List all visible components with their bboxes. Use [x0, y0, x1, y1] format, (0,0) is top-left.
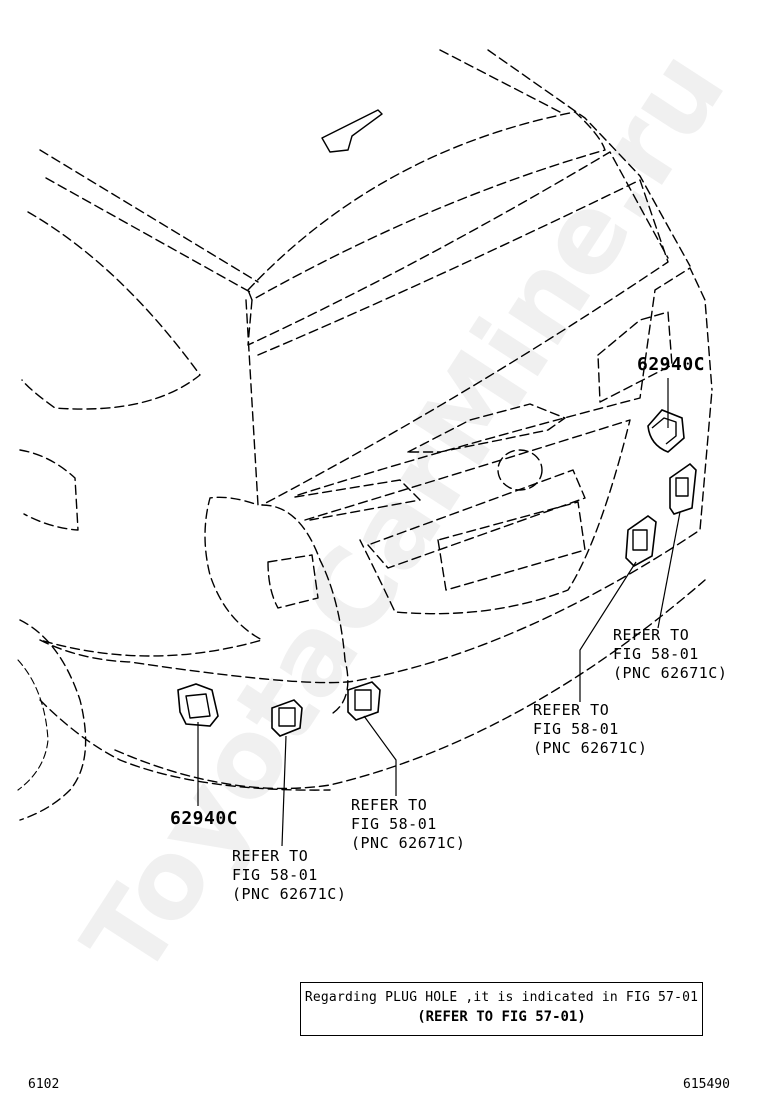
rear-spoiler — [247, 111, 606, 301]
note-line-2: (REFER TO FIG 57-01) — [417, 1009, 586, 1025]
license-plate-recess — [367, 469, 586, 569]
part-62671c-1[interactable] — [669, 462, 697, 515]
refer-callout-4: REFER TO FIG 58-01 (PNC 62671C) — [351, 796, 466, 852]
part-62671c-2[interactable] — [625, 515, 657, 567]
part-62940c-right[interactable] — [647, 409, 685, 453]
spoiler-lower — [247, 151, 669, 346]
roof-rear-edge — [439, 49, 561, 113]
tailgate-lower — [304, 419, 631, 615]
wheel-arch — [19, 619, 87, 821]
part-number-62940c-right: 62940C — [637, 354, 706, 375]
wheel-arch-inner — [17, 659, 49, 791]
refer-callout-1: REFER TO FIG 58-01 (PNC 62671C) — [613, 626, 728, 682]
footer-left-code: 6102 — [28, 1077, 60, 1092]
right-lamp — [597, 311, 673, 403]
left-tail-lamp — [267, 554, 319, 609]
part-62671c-4[interactable] — [347, 681, 381, 721]
side-window-line — [21, 211, 201, 410]
bumper-upper — [39, 389, 713, 684]
part-number-62940c-left: 62940C — [170, 808, 239, 829]
footer-right-code: 615490 — [683, 1077, 730, 1092]
roof-line-inner — [45, 177, 251, 293]
quarter-panel — [39, 299, 263, 657]
roof-line-outer — [39, 149, 259, 283]
leader-refer-2 — [579, 561, 637, 702]
part-62940c-left[interactable] — [177, 683, 219, 727]
side-body-line — [19, 449, 79, 531]
note-line-1: Regarding PLUG HOLE ,it is indicated in … — [304, 990, 699, 1005]
tailgate-panel — [297, 267, 713, 496]
tailgate-outline — [261, 504, 349, 716]
license-plate — [437, 501, 586, 591]
roof-rear-edge-2 — [487, 49, 691, 267]
bumper-lower — [114, 579, 706, 790]
leader-refer-4 — [363, 715, 397, 796]
leader-refer-3 — [281, 735, 287, 847]
plate-light — [294, 479, 421, 521]
bumper-bottom — [39, 699, 331, 791]
plug-hole-note: Regarding PLUG HOLE ,it is indicated in … — [300, 982, 703, 1036]
refer-callout-3: REFER TO FIG 58-01 (PNC 62671C) — [232, 847, 347, 903]
refer-callout-2: REFER TO FIG 58-01 (PNC 62671C) — [533, 701, 648, 757]
back-glass — [257, 179, 669, 506]
leader-refer-1 — [657, 511, 681, 629]
antenna — [321, 109, 383, 153]
part-62671c-3[interactable] — [271, 699, 303, 737]
